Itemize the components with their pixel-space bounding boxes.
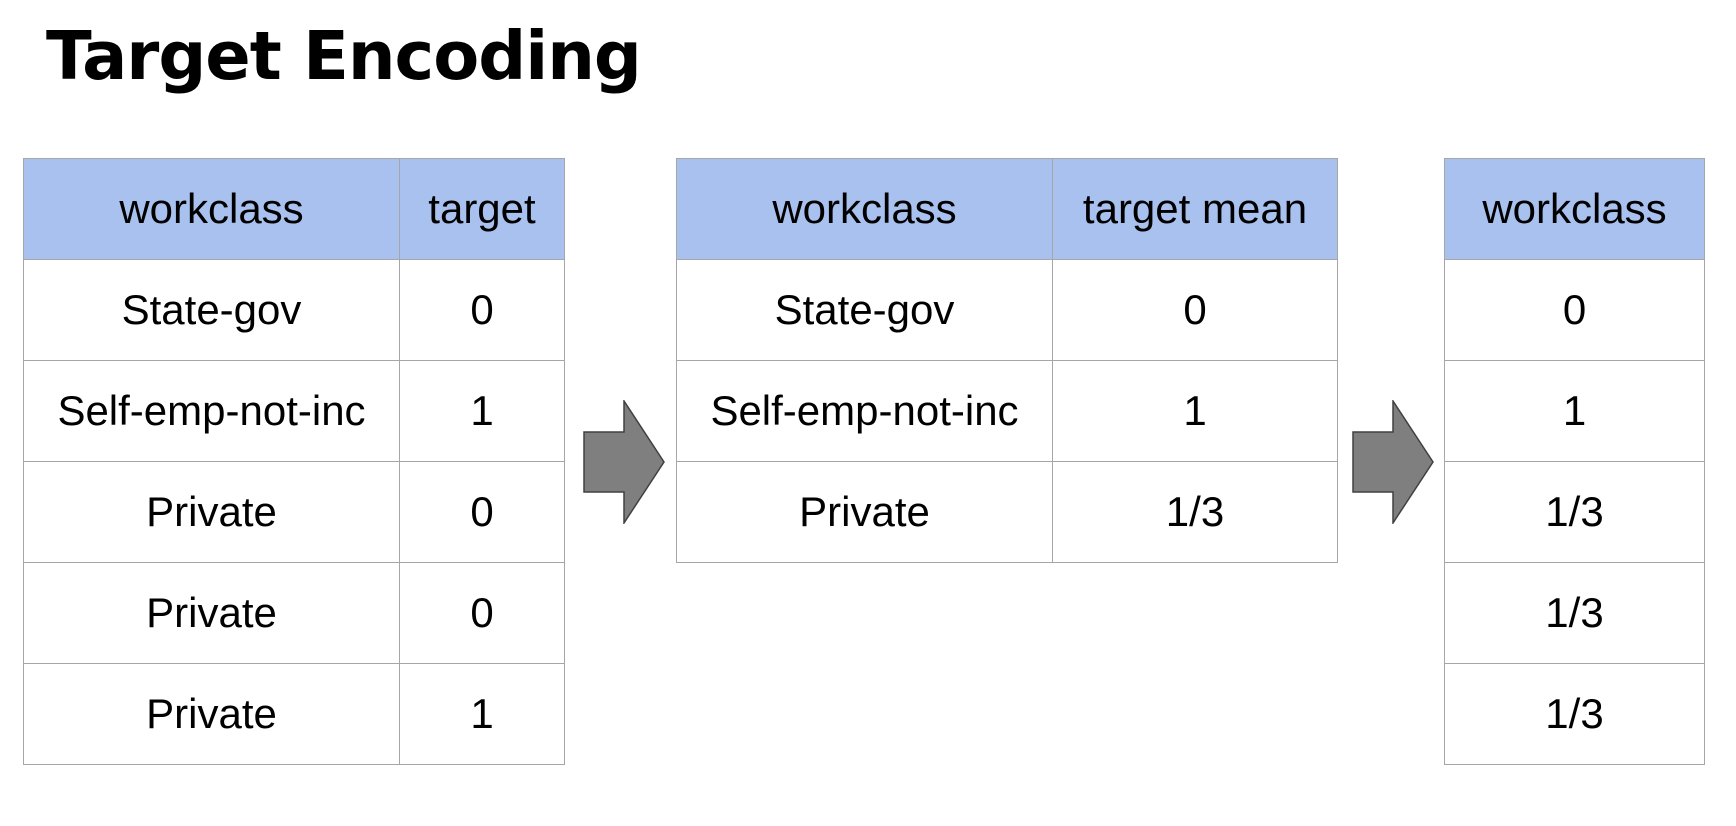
cell-workclass: Self-emp-not-inc [676, 360, 1053, 462]
arrow-shape [583, 400, 665, 524]
cell-encoded-value: 1/3 [1444, 461, 1705, 563]
target-mean-table: workclass target mean State-gov 0 Self-e… [676, 158, 1338, 563]
table-row: State-gov 0 [676, 259, 1338, 361]
input-table: workclass target State-gov 0 Self-emp-no… [23, 158, 565, 765]
table-row: 1/3 [1444, 562, 1705, 664]
cell-encoded-value: 0 [1444, 259, 1705, 361]
cell-workclass: Private [23, 461, 400, 563]
table-row: Self-emp-not-inc 1 [676, 360, 1338, 462]
column-header-workclass: workclass [1444, 158, 1705, 260]
table-row: 0 [1444, 259, 1705, 361]
cell-encoded-value: 1/3 [1444, 562, 1705, 664]
cell-target: 0 [399, 562, 565, 664]
table-row: Private 0 [23, 562, 565, 664]
table-header-row: workclass target [23, 158, 565, 260]
column-header-workclass: workclass [23, 158, 400, 260]
table-row: 1/3 [1444, 461, 1705, 563]
column-header-target: target [399, 158, 565, 260]
cell-workclass: Self-emp-not-inc [23, 360, 400, 462]
cell-target-mean: 1/3 [1052, 461, 1338, 563]
arrow-shape [1352, 400, 1434, 524]
table-row: State-gov 0 [23, 259, 565, 361]
right-arrow-icon [1352, 400, 1434, 524]
cell-workclass: State-gov [676, 259, 1053, 361]
cell-workclass: Private [23, 663, 400, 765]
table-row: Self-emp-not-inc 1 [23, 360, 565, 462]
cell-target-mean: 1 [1052, 360, 1338, 462]
cell-encoded-value: 1 [1444, 360, 1705, 462]
table-row: Private 1 [23, 663, 565, 765]
table-row: 1/3 [1444, 663, 1705, 765]
cell-workclass: Private [676, 461, 1053, 563]
table-header-row: workclass target mean [676, 158, 1338, 260]
table-row: 1 [1444, 360, 1705, 462]
cell-workclass: State-gov [23, 259, 400, 361]
cell-target: 1 [399, 663, 565, 765]
cell-target: 0 [399, 461, 565, 563]
table-header-row: workclass [1444, 158, 1705, 260]
table-row: Private 1/3 [676, 461, 1338, 563]
cell-target: 1 [399, 360, 565, 462]
table-row: Private 0 [23, 461, 565, 563]
cell-target: 0 [399, 259, 565, 361]
right-arrow-icon [583, 400, 665, 524]
cell-encoded-value: 1/3 [1444, 663, 1705, 765]
encoded-output-table: workclass 0 1 1/3 1/3 1/3 [1444, 158, 1705, 765]
page-title: Target Encoding [46, 17, 642, 95]
column-header-workclass: workclass [676, 158, 1053, 260]
cell-target-mean: 0 [1052, 259, 1338, 361]
cell-workclass: Private [23, 562, 400, 664]
column-header-target-mean: target mean [1052, 158, 1338, 260]
